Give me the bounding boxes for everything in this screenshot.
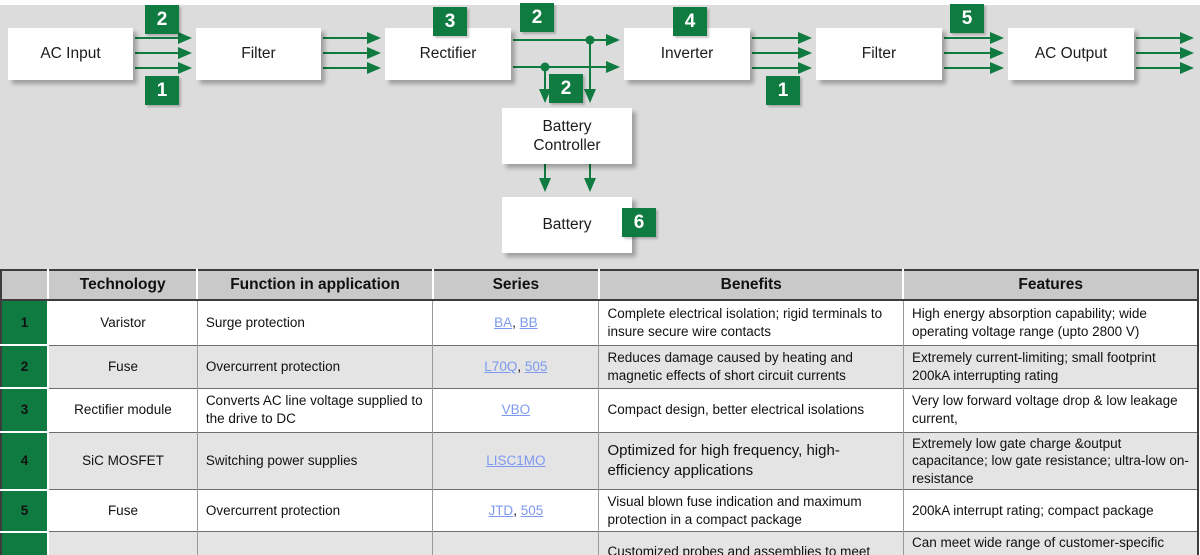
row-number: 1 — [1, 300, 50, 345]
benefits-cell: Optimized for high frequency, high-effic… — [598, 431, 904, 490]
function-cell: Temperature monitoring — [196, 531, 433, 555]
series-link[interactable]: 505 — [524, 358, 548, 374]
block-inverter: Inverter — [624, 28, 750, 80]
series-cell[interactable]: LISC1MO — [432, 431, 599, 490]
benefits-cell: Compact design, better electrical isolat… — [598, 387, 904, 432]
col-header-technology: Technology — [47, 270, 198, 301]
features-cell: 200kA interrupt rating; compact package — [902, 489, 1198, 532]
function-cell: Overcurrent protection — [196, 489, 433, 532]
technology-cell: SiC MOSFET — [47, 431, 198, 490]
badge-5-ac-output: 5 — [950, 4, 984, 33]
benefits-cell: Visual blown fuse indication and maximum… — [598, 489, 904, 532]
features-cell: Extremely low gate charge &output capaci… — [902, 431, 1198, 490]
block-label: Filter — [241, 45, 276, 63]
series-link[interactable]: LISC1MO — [486, 453, 546, 469]
block-battery: Battery — [502, 197, 632, 253]
series-link[interactable]: BA — [494, 314, 513, 330]
badge-2-ac-input-top: 2 — [145, 5, 179, 34]
features-cell: Very low forward voltage drop & low leak… — [902, 387, 1198, 432]
series-cell[interactable]: L70Q, 505 — [432, 344, 599, 388]
block-label: Battery Controller — [533, 117, 601, 154]
benefits-cell: Complete electrical isolation; rigid ter… — [598, 300, 904, 345]
block-ac-input: AC Input — [8, 28, 133, 80]
block-label: Inverter — [660, 45, 714, 63]
row-number: 4 — [1, 431, 50, 490]
technology-cell: Temp sensor — [47, 531, 198, 555]
col-header-series: Series — [431, 270, 599, 301]
corner-header-cell — [1, 270, 49, 301]
block-label: Battery — [542, 216, 592, 234]
technology-table-section: Technology Function in application Serie… — [0, 269, 1200, 555]
technology-cell: Varistor — [47, 300, 198, 345]
series-cell[interactable]: BA, BB — [432, 300, 599, 345]
block-filter-2: Filter — [816, 28, 942, 80]
technology-cell: Fuse — [47, 489, 198, 532]
table-row-4: 4 SiC MOSFET Switching power supplies LI… — [1, 431, 1198, 490]
function-cell: Switching power supplies — [196, 431, 433, 490]
block-battery-controller: Battery Controller — [502, 108, 632, 164]
table-row-6: 6 Temp sensor Temperature monitoring Tem… — [1, 530, 1198, 555]
row-number: 5 — [1, 488, 50, 532]
block-label: Rectifier — [419, 45, 477, 63]
col-header-benefits: Benefits — [597, 270, 904, 301]
series-cell[interactable]: Temp probe assembly — [432, 531, 599, 555]
badge-1-inverter-bottom: 1 — [766, 76, 800, 105]
function-cell: Overcurrent protection — [196, 344, 433, 388]
badge-2-dc-bus-top: 2 — [520, 3, 554, 32]
row-number: 3 — [1, 387, 50, 432]
features-cell: High energy absorption capability; wide … — [902, 300, 1198, 345]
technology-cell: Rectifier module — [47, 387, 198, 432]
junction-dots — [540, 35, 595, 72]
features-cell: Extremely current-limiting; small footpr… — [902, 344, 1198, 388]
block-filter-1: Filter — [196, 28, 321, 80]
table-row-3: 3 Rectifier module Converts AC line volt… — [1, 387, 1198, 432]
series-link[interactable]: 505 — [520, 502, 544, 518]
block-label: Filter — [861, 45, 897, 63]
col-header-function: Function in application — [196, 270, 433, 301]
table-row-1: 1 Varistor Surge protection BA, BB Compl… — [1, 300, 1198, 345]
function-cell: Surge protection — [196, 300, 433, 345]
badge-1-ac-input-bottom: 1 — [145, 76, 179, 105]
series-link[interactable]: BB — [519, 314, 538, 330]
badge-3-rectifier: 3 — [433, 7, 467, 36]
benefits-cell: Customized probes and assemblies to meet… — [598, 531, 904, 555]
series-cell[interactable]: JTD, 505 — [432, 489, 599, 532]
badge-2-battery-branch: 2 — [549, 74, 583, 103]
technology-table: Technology Function in application Serie… — [0, 269, 1199, 555]
series-link[interactable]: Temp probe assembly — [450, 553, 582, 555]
technology-cell: Fuse — [47, 344, 198, 388]
table-row-2: 2 Fuse Overcurrent protection L70Q, 505 … — [1, 344, 1198, 388]
block-rectifier: Rectifier — [385, 28, 511, 80]
col-header-features: Features — [902, 270, 1198, 301]
features-cell: Can meet wide range of customer-specific… — [902, 531, 1198, 555]
block-ac-output: AC Output — [1008, 28, 1134, 80]
arrow-lines — [135, 32, 1194, 192]
series-link[interactable]: L70Q — [484, 358, 518, 374]
row-number: 2 — [1, 344, 50, 388]
series-link[interactable]: VBO — [501, 402, 531, 418]
block-label: AC Output — [1034, 45, 1108, 63]
series-link[interactable]: JTD — [488, 502, 514, 518]
header-row: Technology Function in application Serie… — [1, 270, 1198, 301]
power-flow-diagram: AC Input Filter Rectifier Inverter Filte… — [0, 0, 1200, 269]
table-row-5: 5 Fuse Overcurrent protection JTD, 505 V… — [1, 488, 1198, 532]
flow-arrows — [135, 32, 1194, 192]
function-cell: Converts AC line voltage supplied to the… — [196, 387, 433, 432]
row-number: 6 — [1, 530, 50, 555]
block-label: AC Input — [40, 45, 101, 63]
badge-4-inverter: 4 — [673, 7, 707, 36]
benefits-cell: Reduces damage caused by heating and mag… — [598, 344, 904, 388]
badge-6-battery: 6 — [622, 208, 656, 237]
series-cell[interactable]: VBO — [432, 387, 599, 432]
